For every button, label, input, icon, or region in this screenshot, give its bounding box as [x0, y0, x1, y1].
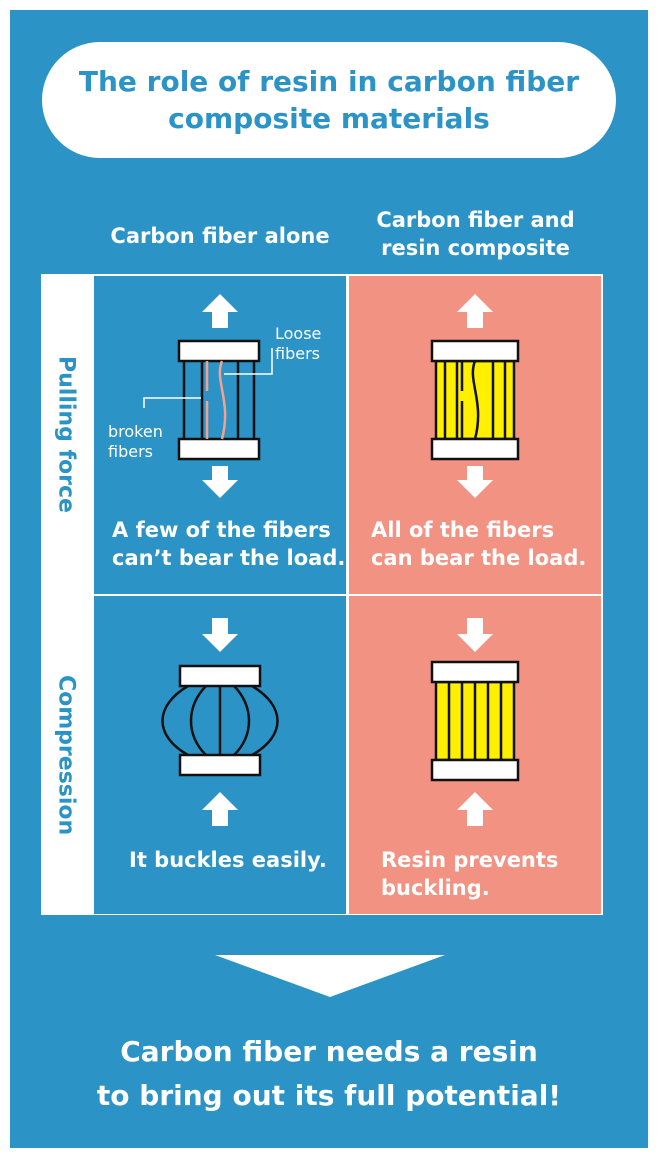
caption-pulling-alone-line-1: A few of the fibers: [112, 518, 331, 542]
arrow-down-icon: [202, 618, 238, 652]
caption-compression-composite: Resin prevents buckling.: [381, 846, 558, 902]
label-loose-fibers: Loose fibers: [275, 324, 321, 364]
conclusion-line-2: to bring out its full potential!: [96, 1079, 562, 1112]
row-label-compression: Compression: [41, 596, 91, 915]
column-header-alone: Carbon fiber alone: [95, 222, 345, 250]
arrow-up-icon: [457, 792, 493, 826]
arrow-up-icon: [457, 294, 493, 328]
composite-bundle-icon: [430, 339, 520, 461]
arrow-up-icon: [202, 792, 238, 826]
label-loose-line-1: Loose: [275, 324, 322, 343]
row-label-pulling-text: Pulling force: [53, 355, 79, 513]
column-header-composite-line-1: Carbon fiber and: [376, 208, 575, 232]
big-down-arrow-icon: [215, 955, 445, 997]
row-label-pulling: Pulling force: [41, 274, 91, 594]
comparison-grid: Pulling force Compression: [41, 274, 603, 915]
cell-pulling-composite: All of the fibers can bear the load.: [349, 276, 601, 594]
label-leader-lines: [143, 348, 273, 408]
arrow-down-icon: [457, 618, 493, 652]
composite-bundle-compressed-icon: [430, 660, 520, 782]
arrow-down-icon: [457, 466, 493, 498]
caption-pulling-composite-line-2: can bear the load.: [371, 546, 587, 570]
conclusion-line-1: Carbon fiber needs a resin: [120, 1035, 538, 1068]
fiber-bundle-icon: [177, 339, 261, 461]
caption-compression-alone-line-1: It buckles easily.: [129, 848, 327, 872]
caption-compression-composite-line-1: Resin prevents: [381, 848, 559, 872]
title-line-1: The role of resin in carbon fiber: [78, 65, 580, 98]
caption-pulling-composite: All of the fibers can bear the load.: [371, 516, 586, 572]
cell-pulling-alone: Loose fibers broken fibers A few of the …: [94, 276, 346, 594]
cell-compression-alone: It buckles easily.: [94, 596, 346, 914]
label-loose-line-2: fibers: [275, 344, 320, 363]
arrow-down-icon: [202, 466, 238, 498]
title-line-2: composite materials: [168, 102, 490, 135]
buckled-bundle-icon: [161, 664, 279, 777]
label-broken-line-2: fibers: [108, 442, 153, 461]
arrow-up-icon: [202, 294, 238, 328]
caption-compression-alone: It buckles easily.: [129, 846, 327, 874]
conclusion-text: Carbon fiber needs a resin to bring out …: [0, 1030, 658, 1118]
caption-pulling-composite-line-1: All of the fibers: [371, 518, 555, 542]
cell-compression-composite: Resin prevents buckling.: [349, 596, 601, 914]
title-banner: The role of resin in carbon fiber compos…: [42, 42, 616, 158]
column-header-alone-text: Carbon fiber alone: [110, 224, 330, 248]
row-label-compression-text: Compression: [53, 675, 79, 836]
caption-compression-composite-line-2: buckling.: [381, 876, 490, 900]
column-header-composite: Carbon fiber and resin composite: [348, 206, 603, 262]
caption-pulling-alone: A few of the fibers can’t bear the load.: [112, 516, 345, 572]
label-broken-line-1: broken: [108, 422, 163, 441]
label-broken-fibers: broken fibers: [108, 422, 163, 462]
caption-pulling-alone-line-2: can’t bear the load.: [112, 546, 346, 570]
column-header-composite-line-2: resin composite: [381, 236, 570, 260]
